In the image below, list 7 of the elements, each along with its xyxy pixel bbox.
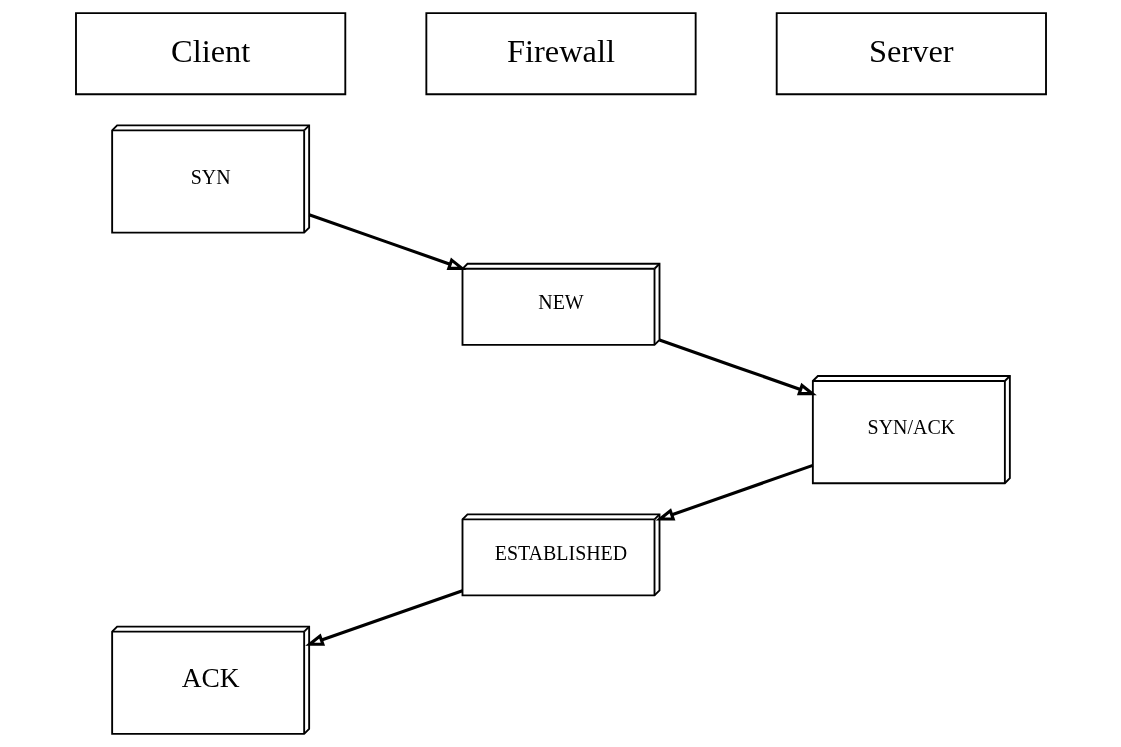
arrow	[658, 338, 817, 396]
arrow	[308, 213, 466, 270]
node-box: Server	[775, 12, 1047, 96]
arrow	[655, 463, 813, 521]
node-box: Firewall	[424, 12, 697, 96]
arrow	[304, 589, 463, 646]
node-box: Client	[74, 12, 346, 96]
